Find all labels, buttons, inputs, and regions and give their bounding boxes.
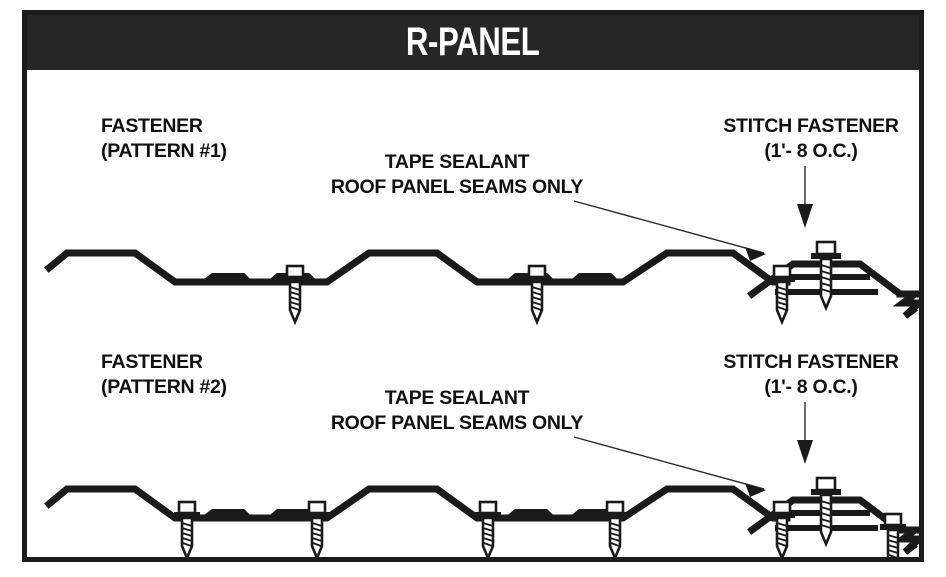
pattern-2-label-line2: (PATTERN #2) — [101, 376, 227, 398]
panel-section-line-2 — [44, 485, 791, 522]
fastener-screw — [302, 500, 332, 557]
fastener-screw — [172, 500, 202, 557]
tape-sealant-callout-2: TAPE SEALANT ROOF PANEL SEAMS ONLY — [331, 387, 766, 497]
tape-sealant-2-line2: ROOF PANEL SEAMS ONLY — [331, 412, 584, 434]
tape-sealant-1-line2: ROOF PANEL SEAMS ONLY — [331, 176, 584, 198]
tape-sealant-1-line1: TAPE SEALANT — [385, 151, 530, 173]
stitch-fastener-1-line1: STITCH FASTENER — [723, 115, 899, 137]
panel-profile-pattern-1 — [44, 249, 919, 319]
stiffening-bead — [571, 273, 619, 285]
tape-sealant-2-leader — [573, 436, 765, 490]
tape-sealant-1-arrowhead — [745, 247, 766, 261]
stitch-fastener-callout-2: STITCH FASTENER (1'- 8 O.C.) — [723, 351, 899, 464]
stitch-fastener-callout-1: STITCH FASTENER (1'- 8 O.C.) — [723, 115, 899, 228]
stitch-fastener-2-line1: STITCH FASTENER — [723, 351, 899, 373]
diagram-frame: R-PANEL — [22, 10, 924, 562]
tape-sealant-callout-1: TAPE SEALANT ROOF PANEL SEAMS ONLY — [331, 151, 766, 261]
fastener-screw — [280, 264, 310, 324]
panel-edge-hook — [892, 290, 919, 319]
drawing-canvas: FASTENER (PATTERN #1) TAPE SEALANT ROOF … — [27, 70, 919, 557]
tape-sealant-2-line1: TAPE SEALANT — [385, 387, 530, 409]
stitch-fastener-2-line2: (1'- 8 O.C.) — [764, 376, 857, 398]
pattern-2-label-line1: FASTENER — [101, 351, 203, 373]
stiffening-bead — [203, 509, 252, 521]
fastener-screw — [473, 500, 503, 557]
pattern-2-label: FASTENER (PATTERN #2) — [101, 351, 227, 398]
panel-section-line-1 — [44, 249, 791, 286]
tape-sealant-1-leader — [573, 200, 765, 254]
stitch-fastener-1-line2: (1'- 8 O.C.) — [764, 140, 857, 162]
panel-edge-hook — [892, 526, 919, 555]
page-title: R-PANEL — [406, 20, 540, 64]
stitch-fastener-2-arrowhead — [797, 440, 813, 464]
pattern-1-label-line2: (PATTERN #1) — [101, 140, 227, 162]
pattern-1-label-line1: FASTENER — [101, 115, 203, 137]
stiffening-bead — [203, 273, 252, 285]
title-bar: R-PANEL — [27, 15, 919, 70]
pattern-1-label: FASTENER (PATTERN #1) — [101, 115, 227, 162]
fastener-screw — [600, 500, 630, 557]
stitch-fastener-1-arrowhead — [797, 204, 813, 228]
fastener-screw — [522, 264, 552, 324]
tape-sealant-2-arrowhead — [745, 483, 766, 497]
stiffening-bead — [507, 509, 555, 521]
